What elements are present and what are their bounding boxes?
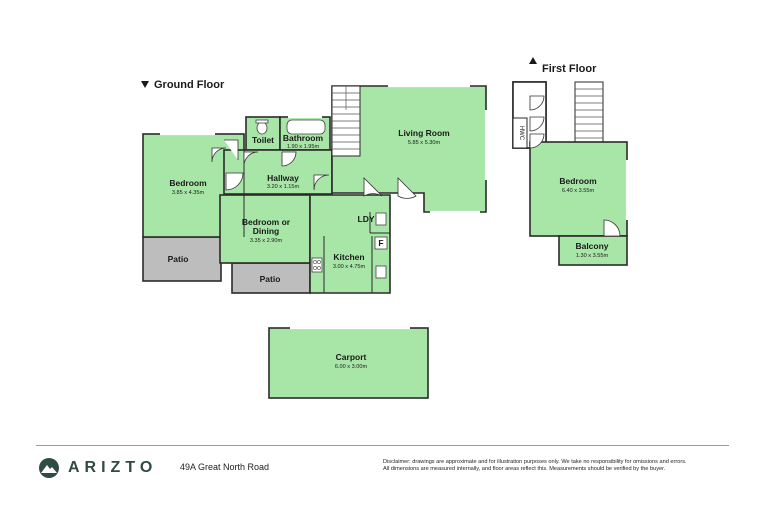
door-icon <box>243 151 259 167</box>
hallway-label: Hallway <box>267 173 299 183</box>
patio-left-label: Patio <box>168 254 189 264</box>
hwc-label: HWC <box>518 126 524 141</box>
first-floor-label: First Floor <box>542 63 597 75</box>
stairs-first <box>574 81 604 143</box>
disclaimer: Disclaimer: drawings are approximate and… <box>383 459 733 473</box>
balcony-label: Balcony <box>575 241 608 251</box>
toilet-label: Toilet <box>252 135 274 145</box>
bedroom-ground-dims: 3.85 x 4.35m <box>172 190 205 196</box>
door-icon <box>211 147 227 163</box>
door-icon <box>281 151 297 167</box>
kitchen-label: Kitchen <box>333 252 364 262</box>
hallway-dims: 3.20 x 1.15m <box>267 184 300 190</box>
door-icon <box>225 172 244 191</box>
fridge-label: F <box>378 238 383 248</box>
sink-icon <box>375 265 387 279</box>
door-icon <box>363 177 383 197</box>
door-icon <box>313 174 330 191</box>
disclaimer-line-2: All dimensions are measured internally, … <box>383 466 666 472</box>
bathtub-icon <box>286 119 326 135</box>
brand-name: ARIZTO <box>68 459 158 476</box>
toilet-cistern-icon <box>255 119 269 124</box>
patio-left <box>142 236 222 282</box>
carport-dims: 6.00 x 3.00m <box>335 364 368 370</box>
door-icon <box>397 177 417 199</box>
living-room-label: Living Room <box>398 128 450 138</box>
toilet-bowl-icon <box>256 121 268 135</box>
bedroom-or-dining-label-2: Dining <box>253 226 279 236</box>
triangle-down-icon <box>141 81 149 88</box>
mountain-logo-icon <box>39 458 59 478</box>
disclaimer-line-1: Disclaimer: drawings are approximate and… <box>383 459 687 465</box>
balcony-dims: 1.30 x 3.55m <box>576 253 609 259</box>
door-icon <box>529 116 545 132</box>
kitchen-dims: 3.00 x 4.75m <box>333 264 366 270</box>
living-room <box>331 85 487 213</box>
bedroom-or-dining <box>219 194 311 264</box>
brand-logo: ARIZTO <box>38 457 157 479</box>
door-icon <box>529 133 545 149</box>
carport-label: Carport <box>336 352 367 362</box>
carport <box>268 327 429 399</box>
bedroom-first-dims: 6.40 x 3.55m <box>562 188 595 194</box>
bedroom-ground-label: Bedroom <box>169 178 207 188</box>
bedroom-first <box>529 141 628 237</box>
bedroom-first-label: Bedroom <box>559 176 597 186</box>
ground-floor-label: Ground Floor <box>154 79 225 91</box>
bathroom-label: Bathroom <box>283 133 324 143</box>
ldy-label: LDY <box>358 214 375 224</box>
property-address: 49A Great North Road <box>180 462 270 472</box>
balcony <box>558 235 628 266</box>
stairs-ground <box>331 85 361 157</box>
footer-divider <box>36 445 729 446</box>
door-icon <box>603 219 621 237</box>
bathroom-dims: 1.90 x 1.95m <box>287 144 320 150</box>
triangle-up-icon <box>529 57 537 64</box>
door-icon <box>529 95 545 111</box>
bedroom-or-dining-label-1: Bedroom or <box>242 217 291 227</box>
stove-icon <box>311 257 323 273</box>
laundry-tub-icon <box>375 212 387 226</box>
patio-mid <box>231 262 311 294</box>
fridge-box <box>374 236 388 250</box>
bedroom-or-dining-dims: 3.35 x 2.90m <box>250 238 283 244</box>
living-room-dims: 5.85 x 5.30m <box>408 140 441 146</box>
patio-mid-label: Patio <box>260 274 281 284</box>
